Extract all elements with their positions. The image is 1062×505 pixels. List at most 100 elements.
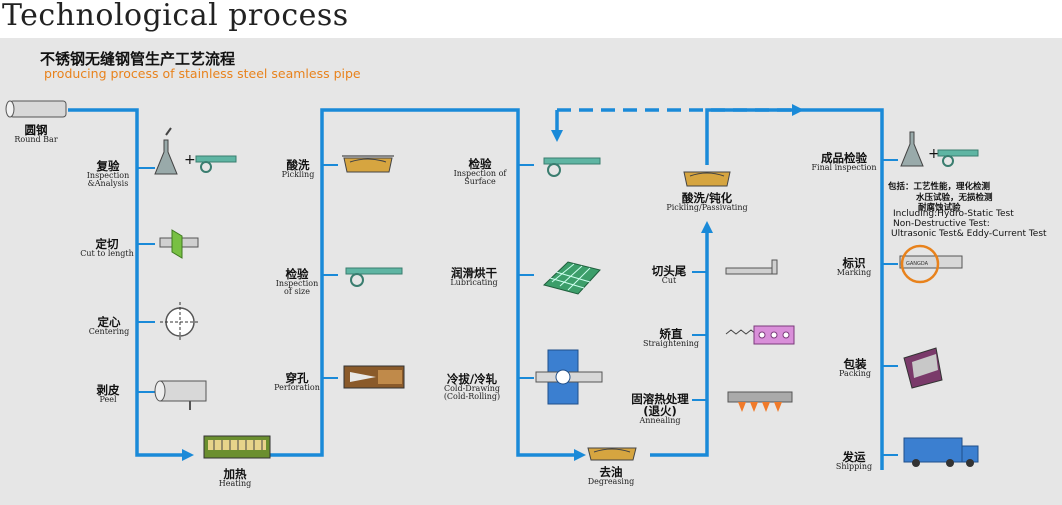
step-label-cn: 包装 [843,357,867,371]
flow-line-4 [650,221,713,457]
step-label-en: Final inspection [811,163,877,173]
lubricating-rack-icon [543,261,601,295]
step-label-cn: 定心 [97,315,121,329]
pipe-icon [5,100,67,118]
drawing-die-icon [535,349,603,405]
flow-lines [68,104,884,470]
step-label-cn: 酸洗 [286,158,310,172]
step-label-en: Degreasing [587,477,635,487]
step-label-en: Inspection &Analysis [86,171,130,189]
step-label-cn: 润滑烘干 [450,266,497,280]
flask-icon [900,131,924,167]
flow-line-2 [270,108,410,457]
package-icon [903,347,943,389]
plus-icon: + [928,146,940,162]
branch-lines [137,159,898,456]
step-label-en: Peel [99,395,117,405]
truck-icon [903,437,979,467]
step-label-cn: 酸洗/钝化 [681,191,733,205]
furnace-icon [203,435,271,459]
flask-icon [154,127,178,175]
final-note-en-3: Ultrasonic Test& Eddy-Current Test [891,229,1047,239]
final-note-cn-3: 耐腐蚀试验 [918,203,961,213]
step-label-en: Cut to length [80,249,134,259]
step-inspect-size: 检验 Inspection of size [272,268,322,297]
step-degreasing: 去油 Degreasing [588,466,635,486]
step-label-cn: 剥皮 [96,383,120,397]
step-label-en: Centering [88,327,130,337]
step-label-en: Inspection of Surface [453,169,507,187]
straightener-icon [725,325,795,345]
step-label-cn: 矫直 [659,327,683,341]
final-note-cn-2: 水压试验，无损检测 [916,193,993,203]
step-label-cn: 去油 [599,465,623,479]
step-pickling: 酸洗 Pickling [282,159,315,179]
step-label-cn: 检验 [468,157,492,171]
page-title: Technological process [2,0,349,33]
step-label-en: Annealing [639,416,681,426]
peeled-bar-icon [154,380,207,410]
step-pickling-passivating: 酸洗/钝化 Pickling/Passivating [666,192,747,212]
cut-pipe-icon [725,259,778,275]
step-label-cn: 标识 [842,256,866,270]
step-label-cn: 冷拔/冷轧 [446,372,498,386]
step-heating: 加热 Heating [219,468,252,488]
caliper-icon [543,157,601,177]
flow-line-3 [410,108,586,461]
diagram-title-cn: 不锈钢无缝钢管生产工艺流程 [40,50,236,68]
final-note-en-2: Non-Destructive Test: [893,219,990,229]
step-label-en: Cut [661,276,677,286]
step-label-cn: 复验 [96,159,120,173]
step-label-en: Heating [218,479,252,489]
step-annealing: 固溶热处理 (退火) Annealing [624,393,696,426]
annealing-furnace-icon [727,391,793,412]
step-straightening: 矫直 Straightening [643,328,699,348]
step-round-bar: 圆钢 Round Bar [14,124,57,144]
marked-pipe-icon [899,244,963,284]
step-cut-tail: 切头尾 Cut [652,265,687,285]
step-label-en: Lubricating [450,278,498,288]
marking-text: GANGDA [906,261,929,267]
step-label-cn: 固溶热处理 (退火) [631,392,689,419]
step-label-cn: 加热 [223,467,247,481]
step-perforation: 穿孔 Perforation [274,372,320,392]
flow-line-5 [705,104,804,165]
step-label-cn: 穿孔 [285,371,309,385]
passivating-tank-icon [683,171,731,187]
saw-cut-icon [159,229,199,259]
step-label-en: Cold-Drawing (Cold-Rolling) [443,384,501,402]
step-label-cn: 检验 [285,267,309,281]
step-label-cn: 发运 [842,450,866,464]
diagram-panel [0,38,1062,505]
flow-line-6 [800,108,884,470]
step-label-en: Pickling/Passivating [666,203,748,213]
step-label-en: Marking [836,268,872,278]
step-label-en: Inspection of size [275,279,319,297]
diagram-title-en: producing process of stainless steel sea… [44,66,361,81]
step-packing: 包装 Packing [839,358,871,378]
step-inspect-surface: 检验 Inspection of Surface [450,158,510,187]
step-final-inspection: 成品检验 Final inspection [811,152,876,172]
step-label-cn: 圆钢 [24,123,48,137]
caliper-icon [345,267,403,287]
step-label-en: Round Bar [14,135,58,145]
step-lubricating: 润滑烘干 Lubricating [450,267,497,287]
caliper-icon [195,155,237,173]
pickling-tank-icon [342,155,394,173]
final-note-en-1: Including:Hydro-Static Test [893,209,1014,219]
plus-icon: + [184,152,196,168]
step-peel: 剥皮 Peel [97,384,120,404]
centering-crosshair-icon [160,302,200,342]
step-label-cn: 切头尾 [651,264,687,278]
step-label-en: Perforation [274,383,320,393]
step-cut: 定切 Cut to length [80,238,134,258]
caliper-icon [937,149,979,167]
step-marking: 标识 Marking [837,257,871,277]
step-label-cn: 成品检验 [821,151,867,165]
piercing-icon [343,365,405,389]
flow-line-1 [68,108,194,461]
final-note-cn-1: 包括：工艺性能，理化检测 [888,182,991,192]
step-center: 定心 Centering [89,316,130,336]
step-shipping: 发运 Shipping [836,451,872,471]
